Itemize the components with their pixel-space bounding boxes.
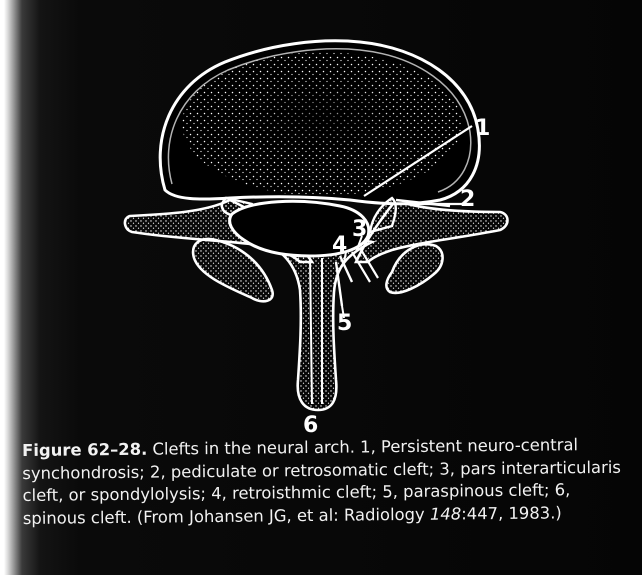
figure-label: Figure 62–28. [22, 440, 147, 460]
callout-2: 2 [460, 187, 475, 212]
figure-caption: Figure 62–28. Clefts in the neural arch.… [22, 434, 628, 530]
callout-5: 5 [337, 311, 352, 336]
vertebral-canal [230, 201, 369, 256]
callout-3: 3 [352, 217, 367, 242]
right-facet [386, 244, 442, 293]
callout-6: 6 [303, 413, 318, 438]
vertebral-body-shading [182, 52, 462, 196]
spinous-process [262, 239, 372, 410]
callout-1: 1 [475, 116, 490, 141]
callout-4: 4 [332, 233, 347, 258]
journal-volume: 148 [430, 504, 461, 523]
vertebra-diagram: 1 2 3 4 5 6 [0, 0, 642, 440]
caption-citation-end: :447, 1983.) [461, 503, 562, 523]
